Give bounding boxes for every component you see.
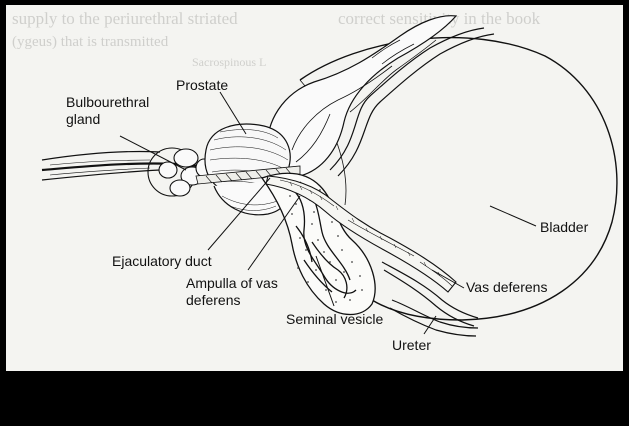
label-bulbourethral-line-1: Bulbourethral — [66, 94, 149, 110]
show-through-line-1: supply to the periurethral striated — [12, 9, 238, 28]
label-vas-deferens: Vas deferens — [466, 279, 547, 295]
label-seminal-vesicle: Seminal vesicle — [286, 311, 383, 327]
label-ejaculatory-duct: Ejaculatory duct — [112, 253, 212, 269]
label-ampulla-line-2: deferens — [186, 292, 240, 308]
show-through-text: supply to the periurethral striated corr… — [12, 9, 541, 69]
label-prostate: Prostate — [176, 77, 228, 93]
show-through-line-4: Sacrospinous L — [192, 55, 266, 69]
leader-bladder — [490, 206, 536, 226]
label-ureter: Ureter — [392, 337, 431, 353]
upper-vesicle-coils — [267, 16, 456, 176]
show-through-line-3: (ygeus) that is transmitted — [12, 34, 169, 50]
label-bladder: Bladder — [540, 219, 589, 235]
label-ampulla-line-1: Ampulla of vas — [186, 275, 278, 291]
label-bulbourethral-line-2: gland — [66, 111, 100, 127]
